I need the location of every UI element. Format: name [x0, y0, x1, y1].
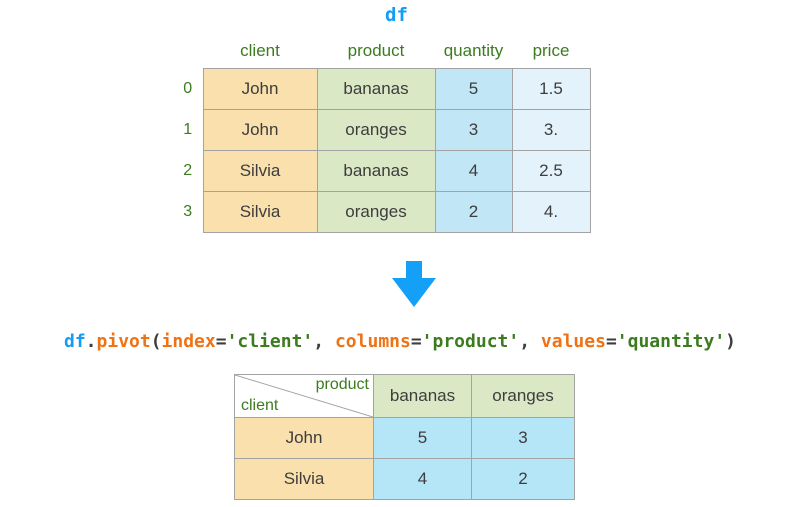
diagonal-line	[235, 375, 373, 417]
cell-product: bananas	[316, 149, 436, 192]
pivot-header-row: product client bananas oranges	[234, 374, 575, 418]
pivot-cell-value: 4	[373, 458, 472, 500]
code-token-dot: .	[85, 331, 97, 352]
cell-product: bananas	[316, 67, 436, 110]
code-token-comma: ,	[313, 331, 335, 352]
cell-client: John	[202, 67, 318, 110]
cell-quantity: 5	[434, 67, 513, 110]
cell-price: 1.5	[511, 67, 591, 110]
down-arrow-icon	[392, 261, 436, 307]
row-index: 2	[183, 161, 193, 179]
pivot-cell-client: Silvia	[234, 458, 374, 500]
code-token-client-string: 'client'	[226, 331, 314, 352]
dataframe-title: df	[385, 4, 408, 26]
corner-label-client: client	[241, 397, 279, 414]
code-token-values-kwarg: values	[540, 331, 606, 352]
pivot-row: John 5 3	[234, 417, 575, 459]
code-token-equals: =	[605, 331, 617, 352]
row-index: 1	[183, 120, 193, 138]
cell-client: John	[202, 108, 318, 151]
table-row: 1 John oranges 3 3.	[173, 108, 591, 151]
table-row: 0 John bananas 5 1.5	[173, 67, 591, 110]
table-row: 2 Silvia bananas 4 2.5	[173, 149, 591, 192]
column-header-client: client	[240, 40, 280, 60]
cell-quantity: 3	[434, 108, 513, 151]
cell-quantity: 2	[434, 190, 513, 233]
cell-product: oranges	[316, 108, 436, 151]
pivot-code-line: df.pivot(index='client', columns='produc…	[0, 331, 800, 352]
code-token-columns-kwarg: columns	[334, 331, 411, 352]
column-header-quantity: quantity	[443, 40, 504, 60]
code-token-close-paren: )	[725, 331, 736, 352]
pivot-cell-client: John	[234, 417, 374, 459]
code-token-comma: ,	[519, 331, 541, 352]
code-token-quantity-string: 'quantity'	[616, 331, 726, 352]
cell-client: Silvia	[202, 190, 318, 233]
column-header-product: product	[347, 40, 405, 60]
corner-spacer	[173, 36, 203, 68]
pivot-cell-value: 5	[373, 417, 472, 459]
cell-price: 3.	[511, 108, 591, 151]
cell-product: oranges	[316, 190, 436, 233]
pivot-cell-value: 2	[471, 458, 575, 500]
pivot-row: Silvia 4 2	[234, 458, 575, 500]
pivot-column-header-oranges: oranges	[471, 374, 575, 418]
code-token-equals: =	[410, 331, 422, 352]
code-token-pivot: pivot	[96, 331, 151, 352]
code-token-product-string: 'product'	[421, 331, 520, 352]
pivot-result-table: product client bananas oranges John 5 3 …	[234, 374, 575, 500]
pivot-column-header-bananas: bananas	[373, 374, 472, 418]
corner-label-product: product	[315, 376, 369, 393]
row-index: 0	[183, 79, 193, 97]
diagonal-corner-cell: product client	[234, 374, 374, 418]
code-token-open-paren: (	[150, 331, 162, 352]
row-index: 3	[183, 202, 193, 220]
code-token-df: df	[63, 331, 86, 352]
cell-price: 2.5	[511, 149, 591, 192]
cell-client: Silvia	[202, 149, 318, 192]
pivot-cell-value: 3	[471, 417, 575, 459]
column-header-price: price	[532, 40, 570, 60]
table-row: 3 Silvia oranges 2 4.	[173, 190, 591, 233]
dataframe-table: client product quantity price 0 John ban…	[173, 36, 591, 233]
cell-quantity: 4	[434, 149, 513, 192]
table-header-row: client product quantity price	[173, 36, 590, 68]
cell-price: 4.	[511, 190, 591, 233]
code-token-equals: =	[215, 331, 227, 352]
code-token-index-kwarg: index	[161, 331, 216, 352]
